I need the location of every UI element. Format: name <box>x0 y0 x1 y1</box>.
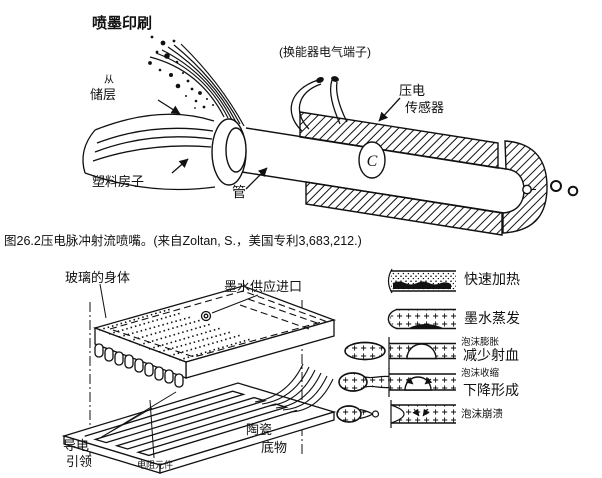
bubble-stage-drawings <box>336 268 456 428</box>
transducer-terminals-label: (换能器电气端子) <box>279 45 371 59</box>
tube-end-face <box>225 127 247 173</box>
pulse-jet-nozzle-drawing: C <box>82 35 579 236</box>
ejected-ink-dots <box>148 35 214 109</box>
stage1-label: 快速加热 <box>464 271 520 287</box>
figure-caption: 图26.2压电脉冲射流喷嘴。(来自Zoltan, S.，美国专利3,683,21… <box>4 234 362 248</box>
serpentine-traces <box>84 390 298 457</box>
ceramic-substrate-label-line1: 陶瓷 <box>246 422 273 437</box>
piezo-sensor-arrow <box>378 97 401 122</box>
glass-body-leader <box>99 283 107 319</box>
piezo-sleeve <box>299 111 503 236</box>
transducer-wires <box>290 76 348 132</box>
ink-supply-inlet-label: 墨水供应进口 <box>224 279 303 294</box>
ink-inlet-port <box>200 294 259 322</box>
nozzle-channel-ends <box>94 343 184 388</box>
from-label: 从 <box>104 75 114 86</box>
plastic-housing-arrow <box>171 158 189 174</box>
conductive-leads-label-line1: 导电 <box>63 438 90 453</box>
stage4-label-large: 下降形成 <box>463 382 519 398</box>
nozzle-end-cap <box>502 140 579 234</box>
ejected-drop-1 <box>550 180 562 192</box>
resistive-element-label: 电阻元件 <box>137 460 174 470</box>
stage-ink-evaporation <box>387 308 456 330</box>
section-marker-label: C <box>367 153 378 170</box>
piezo-label-line2: 传感器 <box>405 100 445 115</box>
nozzle-orifice <box>522 184 532 195</box>
stage-bubble-expansion <box>344 337 456 369</box>
piezo-label-line1: 压电 <box>399 83 426 98</box>
stage-bubble-contraction <box>338 368 456 397</box>
stage3-label-large: 减少射血 <box>463 347 519 363</box>
printhead-drawing <box>61 283 337 474</box>
stage4-label-small: 泡沫收缩 <box>461 368 500 379</box>
tube-arrow <box>245 167 268 190</box>
section-marker-ellipse: C <box>358 141 386 179</box>
glass-body-shape <box>92 285 337 379</box>
stage2-label: 墨水蒸发 <box>464 310 520 326</box>
reservoir-label: 储层 <box>90 87 117 102</box>
tube-label: 管 <box>232 184 246 200</box>
ink-channels-dotted <box>98 308 252 361</box>
conductive-leads-leader-2 <box>99 391 177 439</box>
stage5-label: 泡沫崩溃 <box>461 408 503 420</box>
resistive-element-leader <box>149 399 155 459</box>
plastic-housing-label: 塑料房子 <box>92 174 145 189</box>
conductive-leads-label-line2: 引领 <box>66 454 93 469</box>
stage-bubble-collapse <box>336 400 456 428</box>
glass-body-label: 玻璃的身体 <box>65 270 131 285</box>
reservoir-flow-arrow <box>157 99 181 115</box>
flex-cable-lines <box>254 363 334 413</box>
figure-title: 喷墨印刷 <box>92 15 153 32</box>
ejected-drop-2 <box>567 185 579 197</box>
ceramic-substrate-label-line2: 底物 <box>261 440 288 455</box>
annotation-arrows <box>157 97 401 190</box>
stage-rapid-heating <box>387 268 456 294</box>
bottom-leaders <box>99 391 177 459</box>
supply-tube-bundle <box>149 43 245 127</box>
stage3-label-small: 泡沫膨胀 <box>461 337 500 348</box>
plastic-housing-outline <box>82 113 216 191</box>
